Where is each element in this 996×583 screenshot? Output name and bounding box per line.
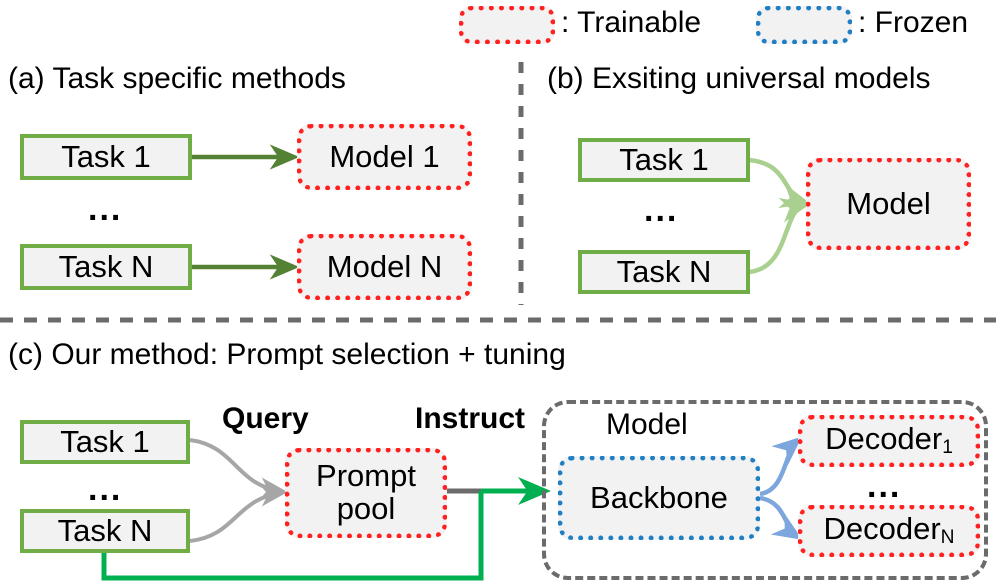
panel-a-model-1-label: Model 1	[329, 138, 440, 174]
decoder-n-box: DecoderN	[798, 505, 980, 557]
panel-c-task-1-label: Task 1	[60, 423, 150, 459]
panel-c-task-1: Task 1	[20, 420, 190, 464]
panel-c-task-ellipsis: ...	[88, 470, 123, 508]
panel-a-model-1: Model 1	[297, 124, 472, 190]
instruct-label: Instruct	[415, 402, 526, 435]
panel-b-title: (b) Exsiting universal models	[547, 62, 931, 95]
legend-frozen-label: : Frozen	[858, 6, 969, 39]
decoder-1-box: Decoder1	[798, 415, 980, 467]
panel-b-task-n: Task N	[578, 250, 750, 294]
panel-c-title: (c) Our method: Prompt selection + tunin…	[8, 338, 566, 371]
panel-a-model-n: Model N	[297, 234, 472, 300]
curve-task1-promptpool	[189, 438, 287, 500]
panel-a-task-n: Task N	[20, 244, 192, 290]
panel-b-task-1: Task 1	[578, 138, 750, 182]
panel-b-task-n-label: Task N	[616, 253, 712, 289]
legend-trainable-label: : Trainable	[561, 6, 702, 39]
panel-c-task-n: Task N	[20, 509, 190, 553]
decoder-1-label: Decoder1	[825, 421, 953, 459]
decoder-n-subscript: N	[940, 527, 955, 549]
frozen-swatch	[756, 6, 852, 44]
curve-taskN-promptpool	[189, 484, 287, 543]
panel-c-task-n-label: Task N	[57, 512, 153, 548]
curve-taskN-model	[748, 197, 811, 275]
panel-a-task-1: Task 1	[20, 134, 192, 180]
decoder-ellipsis: ...	[867, 467, 902, 505]
panel-b-model: Model	[806, 158, 971, 250]
panel-b-task-1-label: Task 1	[619, 141, 709, 177]
decoder-n-label: DecoderN	[823, 511, 955, 549]
panel-a-task-1-label: Task 1	[61, 138, 151, 174]
prompt-pool-line-2: pool	[336, 491, 396, 526]
trainable-swatch	[459, 6, 555, 44]
backbone-label: Backbone	[590, 479, 728, 515]
panel-a-task-n-label: Task N	[58, 248, 154, 284]
panel-b-task-ellipsis: ...	[644, 191, 679, 229]
prompt-pool-line-1: Prompt	[316, 458, 416, 494]
curve-task1-model	[748, 157, 811, 209]
query-label: Query	[222, 402, 309, 435]
decoder-1-subscript: 1	[942, 437, 953, 459]
prompt-pool-box: Prompt pool	[285, 448, 447, 538]
panel-a-title: (a) Task specific methods	[8, 62, 346, 95]
panel-a-model-n-label: Model N	[326, 248, 443, 284]
model-group-caption: Model	[606, 408, 688, 441]
backbone-box: Backbone	[558, 456, 760, 540]
panel-a-task-ellipsis: ...	[88, 190, 123, 228]
model-group-container	[542, 400, 988, 580]
panel-b-model-label: Model	[846, 185, 931, 221]
